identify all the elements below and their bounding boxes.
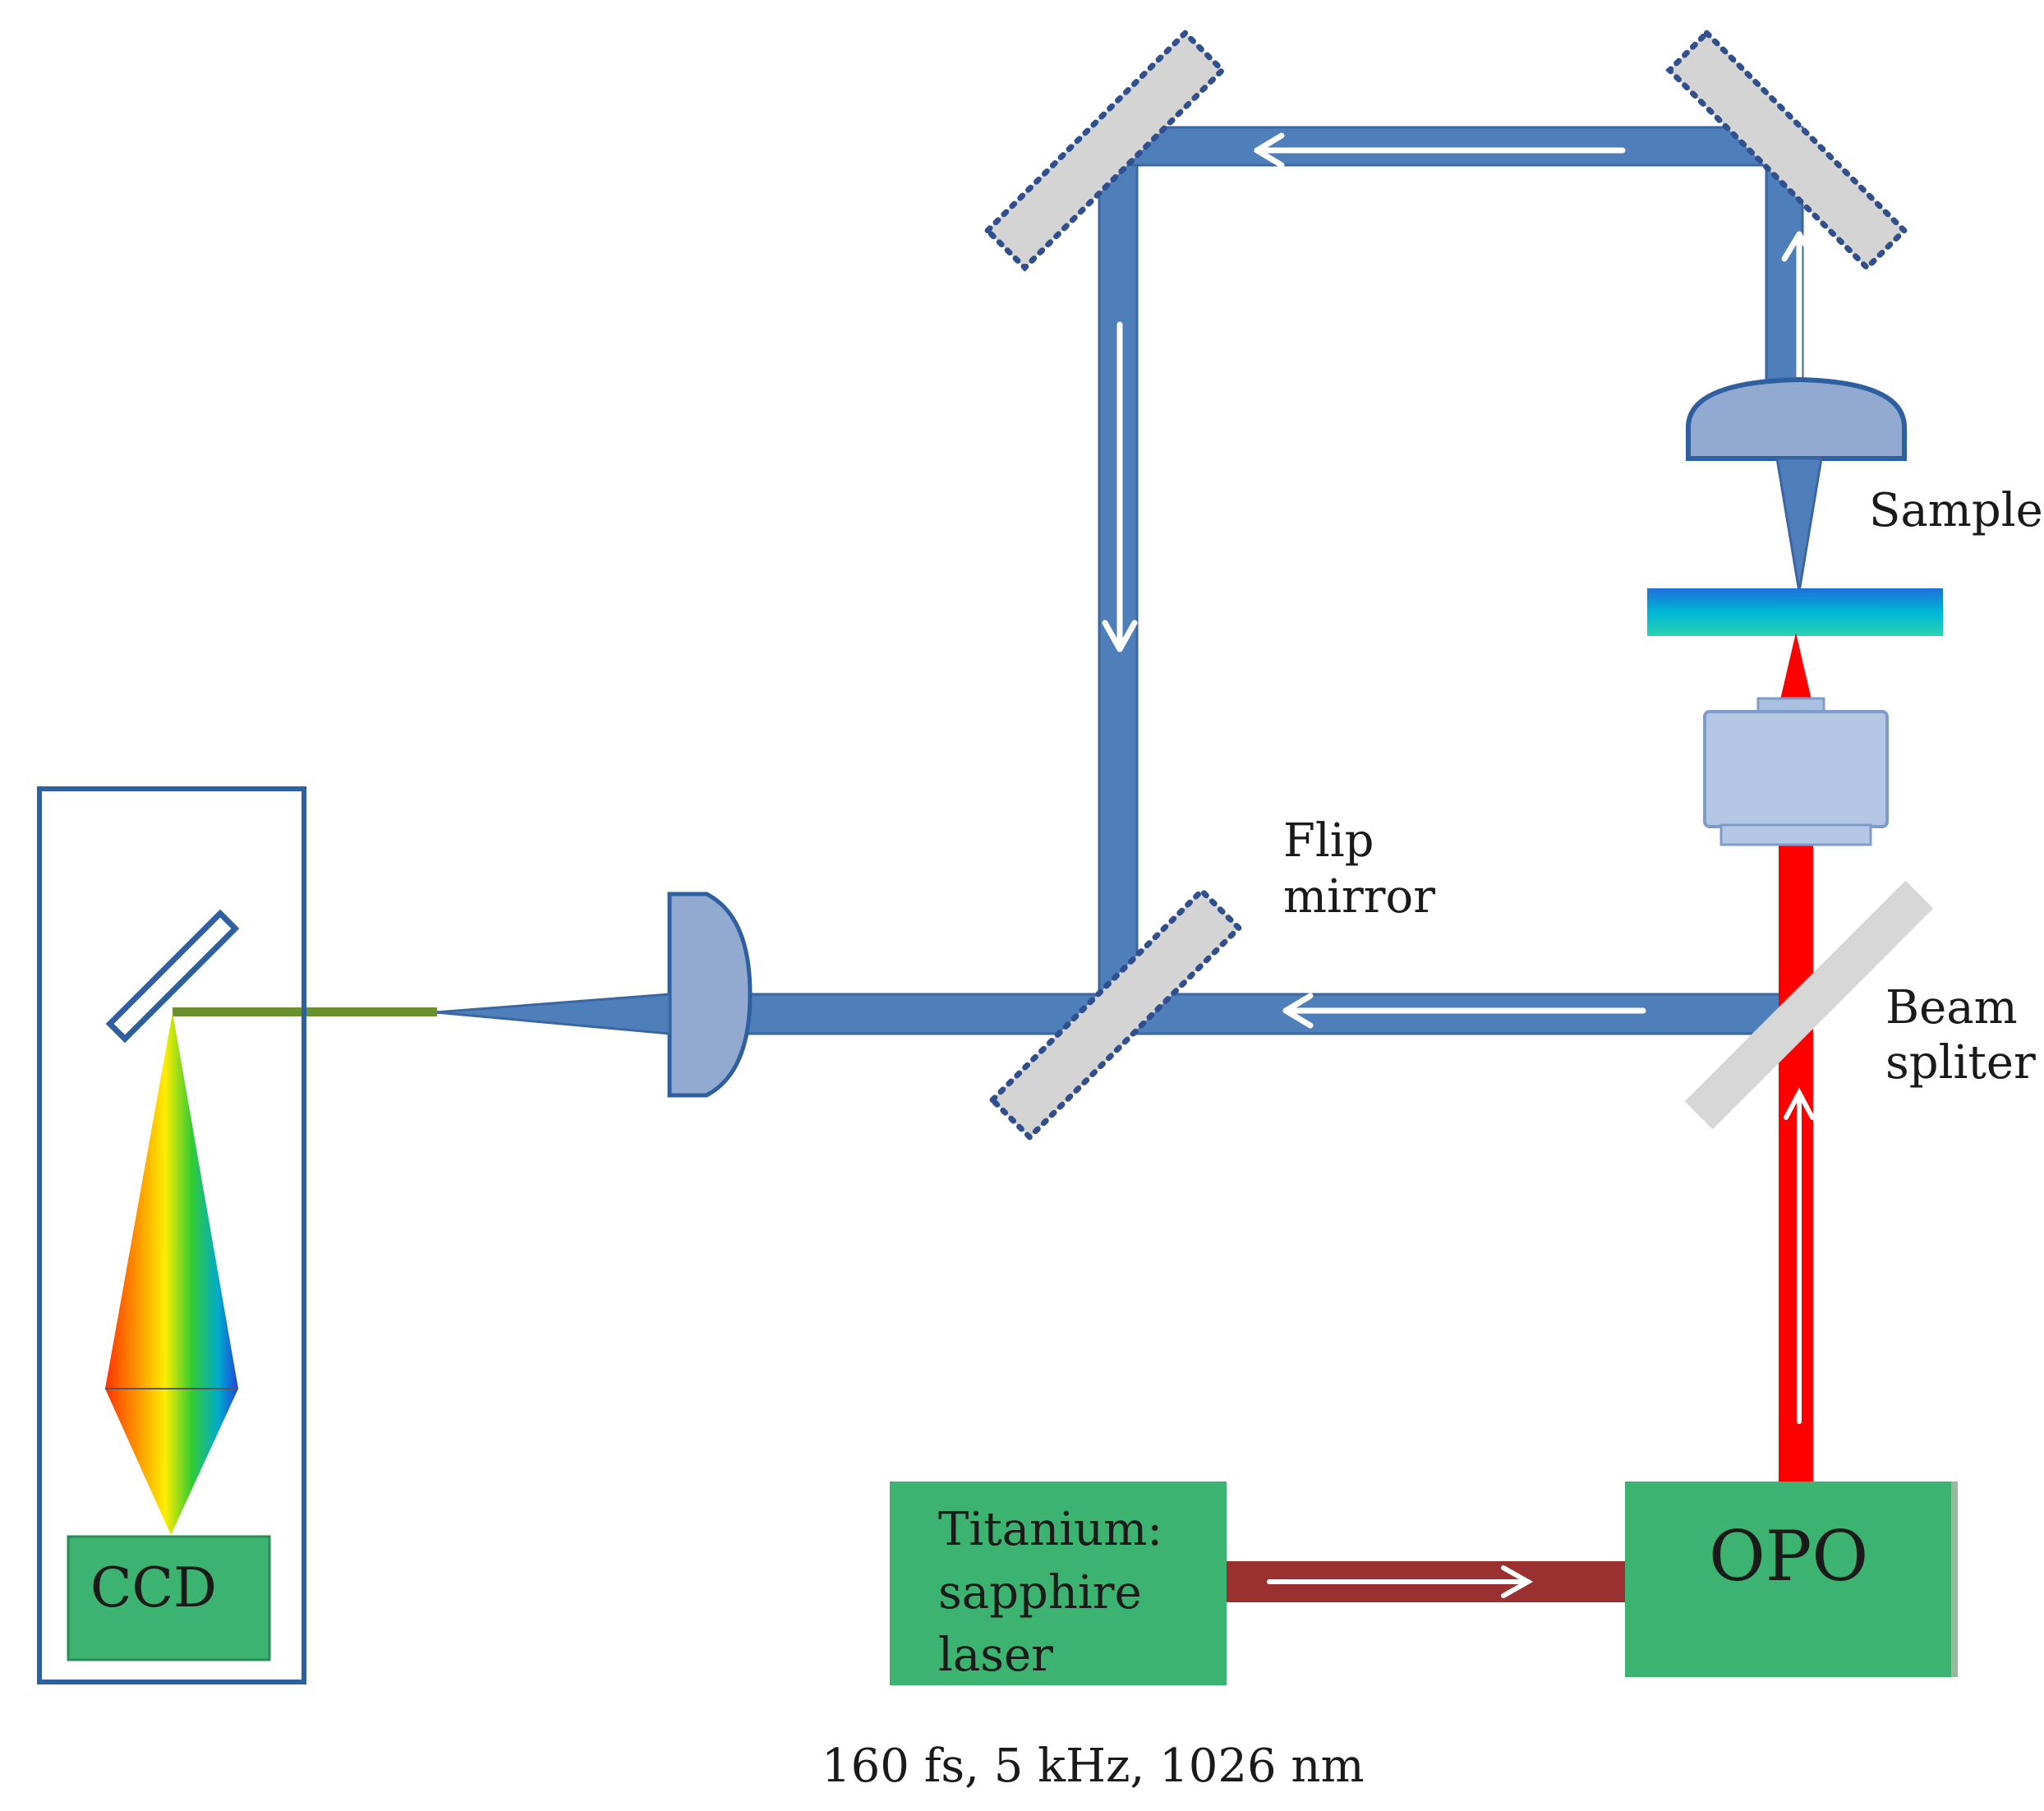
red-beam-arrow [1784, 1087, 1815, 1424]
focused-blue-cone [1775, 457, 1823, 592]
ti-sapphire-label-line3: laser [938, 1629, 1053, 1682]
spectrometer-frame [37, 786, 306, 1684]
opo-box [1625, 1482, 1958, 1677]
ccd-box [67, 1535, 271, 1661]
beam-splitter-label-line2: spliter [1885, 1036, 2036, 1090]
blue-beam-path [1098, 126, 1804, 1035]
opo-box-edge [1951, 1482, 1958, 1677]
diffraction-grating [105, 909, 240, 1044]
ti-sapphire-label-line2: sapphire [938, 1566, 1142, 1620]
ccd-label: CCD [90, 1556, 217, 1620]
sample-label: Sample [1869, 484, 2043, 537]
beam-direction-arrows [1102, 132, 1817, 1029]
upper-left-mirror [983, 29, 1227, 272]
focusing-lens [667, 892, 753, 1098]
dispersed-spectrum [105, 1012, 238, 1535]
objective-lens [1686, 376, 1907, 461]
converging-beam [435, 993, 671, 1035]
pump-beam-arrow [1267, 1565, 1534, 1598]
red-beam [1779, 838, 1813, 1487]
upper-right-mirror [1665, 29, 1908, 272]
beam-splitter-label-line1: Beam [1885, 981, 2018, 1035]
flip-mirror [988, 887, 1243, 1141]
opo-label: OPO [1709, 1516, 1868, 1597]
flip-mirror-label-line2: mirror [1283, 870, 1435, 924]
laser-specs-label: 160 fs, 5 kHz, 1026 nm [822, 1740, 1365, 1793]
red-beam-cone [1779, 633, 1813, 707]
ti-sapphire-label-line1: Titanium: [938, 1503, 1162, 1556]
focusing-objective [1703, 697, 1889, 846]
beam-splitter [1684, 880, 1934, 1130]
sample-slide [1647, 588, 1943, 636]
ti-sapphire-laser-box [890, 1482, 1227, 1685]
lens-to-flip-beam [721, 993, 1111, 1035]
flip-mirror-label-line1: Flip [1283, 814, 1374, 868]
